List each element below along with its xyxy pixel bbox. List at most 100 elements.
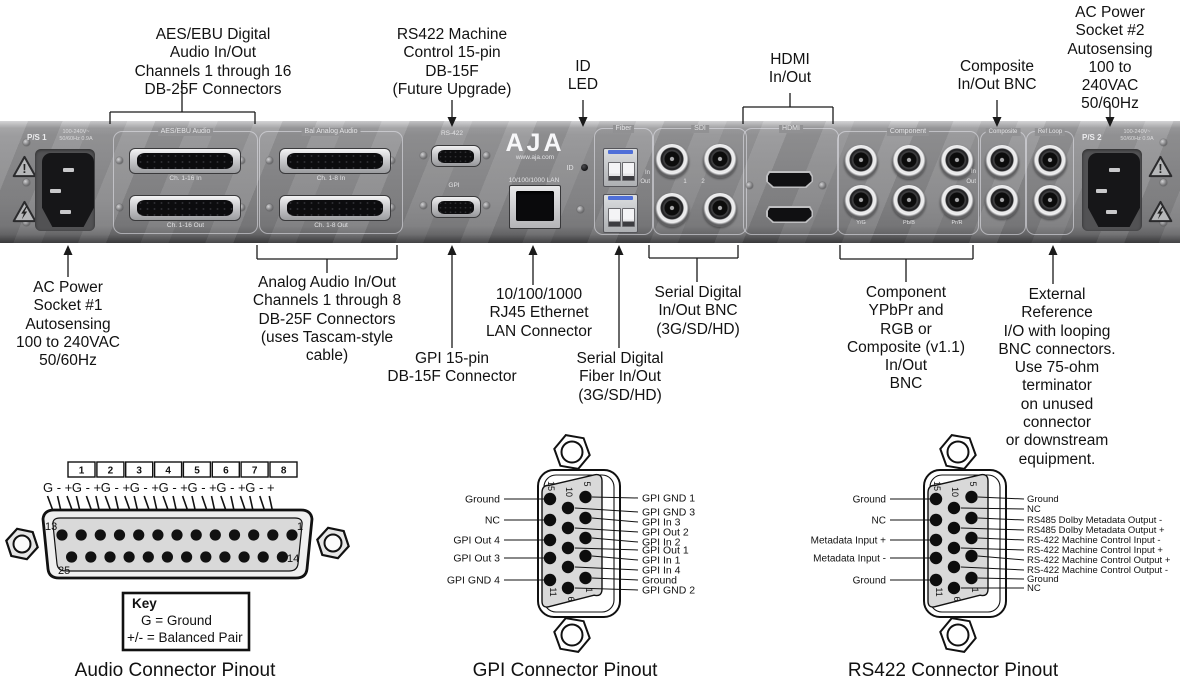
rs422-left-label: Metadata Input + bbox=[811, 536, 886, 547]
db25-pins bbox=[137, 200, 233, 216]
prong bbox=[63, 168, 74, 172]
leader-lines bbox=[504, 496, 639, 591]
callout-composite: Composite In/Out BNC bbox=[957, 58, 1037, 94]
ac-inlet-1 bbox=[42, 153, 94, 227]
channel-number: 2 bbox=[108, 466, 114, 477]
rj45-port bbox=[516, 191, 554, 221]
rs422-left-label: NC bbox=[872, 516, 886, 527]
prong bbox=[50, 189, 61, 193]
db15-pins bbox=[438, 149, 474, 163]
composite-bnc-in bbox=[985, 145, 1019, 179]
callout-rs422: RS422 Machine Control 15-pin DB-15F (Fut… bbox=[392, 26, 512, 98]
screw bbox=[115, 156, 123, 164]
rs422-db15-connector bbox=[431, 145, 481, 167]
hdmi-port bbox=[767, 172, 812, 187]
sdi-1-label: 1 bbox=[683, 179, 687, 185]
analog-db25-out-connector bbox=[279, 195, 391, 221]
key-balanced-pair: +/- = Balanced Pair bbox=[127, 630, 243, 645]
gpi-port-label: GPI bbox=[448, 182, 460, 189]
group-label-refloop: Ref Loop bbox=[1034, 128, 1066, 136]
device-rear-panel: P/S 1 100-240V~ 50/60Hz 0.9A ! AES/EBU A… bbox=[0, 121, 1180, 243]
pin-number: 15 bbox=[932, 481, 942, 491]
gpi-right-label: Ground bbox=[642, 575, 677, 587]
group-fiber: Fiber bbox=[594, 125, 653, 235]
warning-icon: ! bbox=[1148, 155, 1173, 178]
component-pb-label: Pb/B bbox=[903, 220, 915, 226]
callout-fiber: Serial Digital Fiber In/Out (3G/SD/HD) bbox=[576, 350, 664, 404]
callout-hdmi: HDMI In/Out bbox=[768, 51, 812, 87]
group-label-fiber: Fiber bbox=[612, 125, 635, 133]
gpi-right-label: GPI GND 2 bbox=[642, 585, 695, 597]
svg-text:!: ! bbox=[22, 162, 26, 176]
channel-number-boxes bbox=[67, 461, 298, 478]
aja-logo: AJA bbox=[505, 129, 565, 157]
pin-number: 11 bbox=[934, 587, 944, 596]
screw bbox=[1160, 139, 1167, 146]
pin-number: 5 bbox=[582, 481, 592, 486]
channel-number: 3 bbox=[136, 466, 142, 477]
pin-group-label: G - + bbox=[159, 480, 188, 495]
rs422-pinout-title: RS422 Connector Pinout bbox=[847, 660, 1059, 681]
pin-group-label: G - + bbox=[72, 480, 101, 495]
component-pr-label: Pr/R bbox=[951, 220, 963, 226]
gpi-pinout-diagram: 15 10 5 11 6 1 Ground NC GPI Out 4 GPI O… bbox=[447, 434, 695, 653]
db15-pins bbox=[543, 490, 592, 595]
pin-number: 10 bbox=[950, 487, 960, 497]
gpi-db15-connector bbox=[431, 196, 481, 218]
screw bbox=[1160, 219, 1167, 226]
db15-pins bbox=[929, 490, 978, 595]
component-bnc-y-out bbox=[844, 185, 878, 219]
gpi-left-label: NC bbox=[485, 515, 501, 527]
group-component: Component Y/G Pb/B Pr/R bbox=[837, 128, 979, 235]
fiber-tab bbox=[608, 150, 633, 154]
pin-group-label: G - + bbox=[216, 480, 245, 495]
gpi-right-label: GPI GND 3 bbox=[642, 507, 695, 519]
pin-group-label: G - + bbox=[101, 480, 130, 495]
sdi-bnc-1-in bbox=[655, 144, 689, 178]
screw bbox=[387, 203, 395, 211]
pin-group-label: G - + bbox=[130, 480, 159, 495]
svg-text:!: ! bbox=[1158, 162, 1162, 176]
hex-nuts bbox=[553, 434, 591, 653]
aes-out-label: Ch. 1-16 Out bbox=[166, 222, 205, 229]
fiber-port bbox=[622, 162, 635, 181]
fiber-out-connector bbox=[603, 194, 638, 233]
sdi-in-label: In bbox=[644, 170, 650, 176]
group-bal-analog-audio: Bal Analog Audio Ch. 1-8 In Ch. 1-8 Out bbox=[259, 128, 403, 234]
rs422-right-label: NC bbox=[1027, 583, 1041, 594]
pin-14-label: 14 bbox=[287, 553, 299, 565]
rs422-left-label: Metadata Input - bbox=[813, 554, 886, 565]
group-composite: Composite bbox=[980, 128, 1026, 235]
pin-number: 11 bbox=[548, 587, 558, 596]
callout-sdi: Serial Digital In/Out BNC (3G/SD/HD) bbox=[654, 284, 742, 338]
id-led-light bbox=[581, 164, 588, 171]
key-title: Key bbox=[132, 596, 157, 611]
group-label-aes: AES/EBU Audio bbox=[157, 128, 214, 136]
ethernet-rj45-connector bbox=[509, 185, 561, 229]
pin-number: 15 bbox=[546, 481, 556, 491]
callout-ac-power-2: AC Power Socket #2 Autosensing 100 to 24… bbox=[1067, 4, 1153, 113]
pin-group-label: G - + bbox=[188, 480, 217, 495]
ps2-spec: 100-240V~ 50/60Hz 0.9A bbox=[1120, 129, 1154, 142]
pin-number: 6 bbox=[566, 596, 576, 601]
prong bbox=[60, 210, 71, 214]
composite-out-label: Out bbox=[966, 179, 976, 185]
group-hdmi: HDMI bbox=[743, 125, 839, 235]
screw bbox=[23, 139, 30, 146]
gpi-pinout-title: GPI Connector Pinout bbox=[472, 660, 658, 681]
fiber-tab bbox=[608, 196, 633, 200]
gpi-right-label: GPI Out 1 bbox=[642, 545, 689, 557]
rs422-left-label: Ground bbox=[853, 495, 886, 506]
leader-lines bbox=[890, 496, 1025, 589]
db15-pins bbox=[438, 200, 474, 214]
pin-group-label: G - + bbox=[245, 480, 274, 495]
key-ground: G = Ground bbox=[141, 613, 212, 628]
gpi-right-label: GPI In 2 bbox=[642, 537, 681, 549]
callout-id-led: ID LED bbox=[567, 58, 599, 94]
high-voltage-icon bbox=[12, 200, 37, 223]
group-label-analog: Bal Analog Audio bbox=[301, 128, 361, 136]
ref-loop-bnc-2 bbox=[1033, 185, 1067, 219]
gpi-left-label: GPI GND 4 bbox=[447, 575, 500, 587]
ref-loop-bnc-1 bbox=[1033, 145, 1067, 179]
high-voltage-icon bbox=[1148, 200, 1173, 223]
